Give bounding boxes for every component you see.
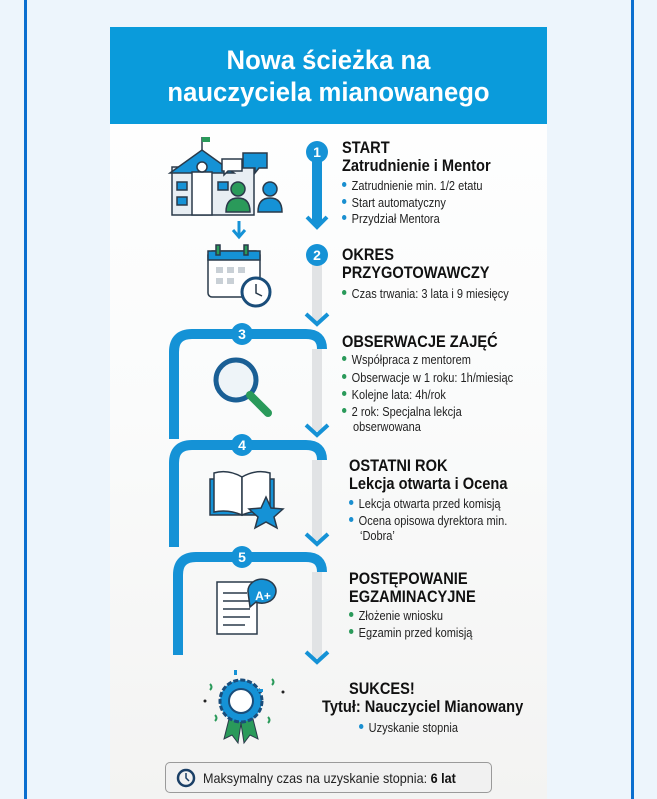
arrow-down-icon bbox=[231, 221, 247, 240]
success-heading: SUKCES! bbox=[349, 679, 415, 698]
step-5-bullet: Egzamin przed komisją bbox=[349, 625, 473, 642]
step-number-badge-1: 1 bbox=[306, 141, 328, 163]
step-3-bullet: Współpraca z mentorem bbox=[342, 352, 471, 369]
step-4-bullet: Ocena opisowa dyrektora min. bbox=[349, 513, 508, 530]
step-2-heading: OKRES bbox=[342, 245, 395, 264]
step-1-subheading: Zatrudnienie i Mentor bbox=[342, 156, 491, 175]
title-line-2: nauczyciela mianowanego bbox=[167, 77, 490, 107]
step-bracket-4: 4 bbox=[169, 434, 330, 547]
timeline-graphics: 1 2 3 4 bbox=[167, 137, 330, 745]
success-bullet: Uzyskanie stopnia bbox=[359, 720, 458, 737]
award-rosette-icon bbox=[203, 670, 285, 745]
step-number-3: 3 bbox=[238, 326, 246, 342]
title-line-1: Nowa ścieżka na bbox=[226, 45, 431, 75]
step-number-badge-2: 2 bbox=[306, 244, 328, 266]
success-title: Tytuł: Nauczyciel Mianowany bbox=[322, 697, 524, 716]
step-5-bullet: Złożenie wniosku bbox=[349, 608, 443, 625]
open-book-star-icon bbox=[209, 470, 285, 530]
frame-border-right bbox=[631, 0, 634, 799]
step-2-bullet: Czas trwania: 3 lata i 9 miesięcy bbox=[342, 286, 509, 303]
step-3-bullet: 2 rok: Specjalna lekcja bbox=[342, 404, 462, 421]
mentor-people-icon bbox=[221, 152, 283, 213]
frame-border-left bbox=[24, 0, 27, 799]
timeline-segment-2 bbox=[304, 265, 330, 327]
step-3-heading: OBSERWACJE ZAJĘĆ bbox=[342, 332, 498, 351]
magnifying-glass-icon bbox=[213, 357, 272, 417]
step-number-2: 2 bbox=[313, 247, 321, 263]
calendar-clock-icon bbox=[207, 244, 272, 308]
step-bracket-5: 5 bbox=[173, 546, 330, 665]
step-number-5: 5 bbox=[238, 549, 246, 565]
step-1-bullet: Zatrudnienie min. 1/2 etatu bbox=[342, 178, 483, 195]
step-3-bullet-continuation: obserwowana bbox=[353, 420, 421, 434]
step-4-subheading: Lekcja otwarta i Ocena bbox=[349, 474, 508, 493]
step-bracket-3: 3 bbox=[169, 323, 330, 439]
step-1-bullet: Przydział Mentora bbox=[342, 211, 440, 228]
max-time-label: Maksymalny czas na uzyskanie stopnia: bbox=[203, 769, 428, 786]
infographic: Nowa ścieżka na nauczyciela mianowanego … bbox=[110, 27, 547, 799]
max-time-note: Maksymalny czas na uzyskanie stopnia: 6 … bbox=[165, 762, 492, 793]
step-4-bullet-continuation: ‘Dobra’ bbox=[360, 529, 395, 543]
step-1-bullet: Start automatyczny bbox=[342, 195, 446, 212]
step-1-heading: START bbox=[342, 138, 390, 157]
step-4-heading: OSTATNI ROK bbox=[349, 456, 448, 475]
step-4-bullet: Lekcja otwarta przed komisją bbox=[349, 496, 501, 513]
max-time-value: 6 lat bbox=[430, 769, 456, 786]
step-2-subheading: PRZYGOTOWAWCZY bbox=[342, 263, 490, 282]
step-5-heading: POSTĘPOWANIE bbox=[349, 569, 468, 588]
clock-icon bbox=[176, 768, 196, 787]
step-number-1: 1 bbox=[313, 144, 321, 160]
step-number-4: 4 bbox=[238, 437, 246, 453]
step-3-bullet: Kolejne lata: 4h/rok bbox=[342, 387, 446, 404]
timeline-segment-1 bbox=[305, 152, 329, 230]
document-grade-icon: A+ bbox=[216, 578, 277, 635]
grade-badge-text: A+ bbox=[255, 589, 271, 603]
infographic-header: Nowa ścieżka na nauczyciela mianowanego bbox=[110, 27, 547, 124]
step-5-subheading: EGZAMINACYJNE bbox=[349, 587, 476, 606]
step-3-bullet: Obserwacje w 1 roku: 1h/miesiąc bbox=[342, 370, 513, 387]
max-time-text: Maksymalny czas na uzyskanie stopnia: 6 … bbox=[203, 770, 456, 786]
